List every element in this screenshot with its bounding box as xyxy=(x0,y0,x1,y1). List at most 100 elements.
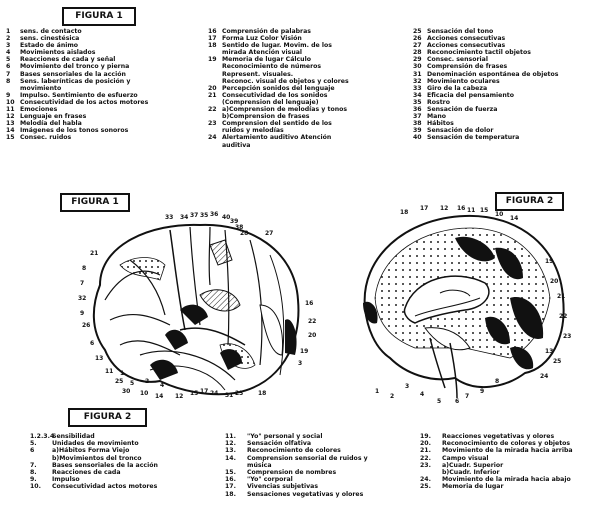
legend-item-number: 35 xyxy=(413,99,427,106)
legend-item: 19.Reacciones vegetativas y olores xyxy=(420,433,595,440)
legend-item-number: 18 xyxy=(208,42,222,49)
callout-number: 2 xyxy=(145,378,149,385)
legend-item: 12.Sensación olfativa xyxy=(225,440,425,447)
legend-item-number: 3 xyxy=(6,42,20,49)
legend-item-number: 29 xyxy=(413,56,427,63)
legend-item-text: Movimiento de la mirada hacia abajo xyxy=(442,476,571,483)
callout-number: 10 xyxy=(140,390,148,397)
legend-item-text: Campo visual xyxy=(442,455,489,462)
callout-number: 24 xyxy=(210,390,218,397)
callout-number: 37 xyxy=(190,212,198,219)
legend-item: 14Imágenes de los tonos sonoros xyxy=(6,127,211,134)
legend-item-number xyxy=(208,49,222,56)
legend-item-number: 25 xyxy=(413,28,427,35)
callout-number: 19 xyxy=(300,348,308,355)
legend-item: 18.Sensaciones vegetativas y olores xyxy=(225,491,425,498)
legend-item-text: Represent. visuales. xyxy=(222,71,293,78)
legend-item-number: 4 xyxy=(6,49,20,56)
callout-number: 11 xyxy=(105,368,113,375)
callout-number: 15 xyxy=(190,390,198,397)
legend-item-number: 10. xyxy=(30,483,52,490)
legend-item-number xyxy=(208,142,222,149)
callout-number: 7 xyxy=(465,393,469,400)
legend-item-text: Sensación olfativa xyxy=(247,440,311,447)
legend-item-number: 1 xyxy=(6,28,20,35)
legend-item-number: 19 xyxy=(208,56,222,63)
legend-item-text: música xyxy=(247,462,272,469)
legend-item: 36Sensación de fuerza xyxy=(413,106,595,113)
legend-item: Reconocimiento de números xyxy=(208,63,418,70)
callout-number: 14 xyxy=(510,215,518,222)
callout-number: 20 xyxy=(308,332,316,339)
callout-number: 33 xyxy=(165,214,173,221)
legend-item-text: Emociones xyxy=(20,106,57,113)
callout-number: 35 xyxy=(200,212,208,219)
callout-number: 21 xyxy=(90,250,98,257)
legend-item: 21.Movimiento de la mirada hacia arriba xyxy=(420,447,595,454)
legend-item-text: a)Comprension de melodías y tonos xyxy=(222,106,347,113)
legend-item-number: 17 xyxy=(208,35,222,42)
legend-item-text: Sensación del tono xyxy=(427,28,493,35)
legend-item-number: 16. xyxy=(225,476,247,483)
legend-item-text: Reacciones de cada y señal xyxy=(20,56,115,63)
legend-item-number: 34 xyxy=(413,92,427,99)
callout-number: 12 xyxy=(440,205,448,212)
legend-item-number xyxy=(6,85,20,92)
legend-item-number: 24 xyxy=(208,134,222,141)
legend-item: 25Sensación del tono xyxy=(413,28,595,35)
legend-item-number: 23. xyxy=(420,462,442,469)
legend-item-number: 21. xyxy=(420,447,442,454)
legend-item-number: 7. xyxy=(30,462,52,469)
callout-number: 24 xyxy=(540,373,548,380)
legend-item: 20.Reconocimiento de colores y objetos xyxy=(420,440,595,447)
legend-item-text: Impulso xyxy=(52,476,80,483)
callout-number: 1 xyxy=(120,370,124,377)
callout-number: 3 xyxy=(298,360,302,367)
legend-item-text: Reacciones vegetativas y olores xyxy=(442,433,554,440)
legend-item: b)Cuadr. Inferior xyxy=(420,469,595,476)
legend-item: 17.Vivencias subjetivas xyxy=(225,483,425,490)
callout-number: 25 xyxy=(553,358,561,365)
legend-item-text: Reacciones de cada xyxy=(52,469,121,476)
legend-item: 11Emociones xyxy=(6,106,211,113)
callout-number: 22 xyxy=(308,318,316,325)
legend-item-number: 5 xyxy=(6,56,20,63)
legend-item-number: 38 xyxy=(413,120,427,127)
callout-number: 18 xyxy=(400,209,408,216)
legend-item: 3Estado de ánimo xyxy=(6,42,211,49)
legend-item: música xyxy=(225,462,425,469)
legend-item-number xyxy=(420,469,442,476)
callout-number: 31 xyxy=(225,392,233,399)
legend-item-number: 16 xyxy=(208,28,222,35)
legend-item: 8.Reacciones de cada xyxy=(30,469,230,476)
legend-item-text: Reconocimiento de colores y objetos xyxy=(442,440,570,447)
legend-item-number: 13 xyxy=(6,120,20,127)
legend-item-text: Percepción sonidos del lenguaje xyxy=(222,85,335,92)
callout-number: 9 xyxy=(480,388,484,395)
callout-number: 1 xyxy=(375,388,379,395)
legend-1-column-3: 25Sensación del tono26Acciones consecuti… xyxy=(413,28,595,142)
callout-number: 16 xyxy=(305,300,313,307)
legend-item: 33Giro de la cabeza xyxy=(413,85,595,92)
legend-item-number xyxy=(30,455,52,462)
legend-item-text: Imágenes de los tonos sonoros xyxy=(20,127,128,134)
legend-item-number xyxy=(208,71,222,78)
legend-item-text: b)Cuadr. Inferior xyxy=(442,469,500,476)
legend-item: 17Forma Luz Color Visión xyxy=(208,35,418,42)
legend-item-number: 30 xyxy=(413,63,427,70)
legend-item-number: 12 xyxy=(6,113,20,120)
legend-item-number: 1.2.3.4 xyxy=(30,433,52,440)
legend-item: 14.Comprension sensorial de ruidos y xyxy=(225,455,425,462)
legend-item: 4Movimientos aislados xyxy=(6,49,211,56)
legend-item: Reconoc. visual de objetos y colores xyxy=(208,78,418,85)
legend-item-number: 9. xyxy=(30,476,52,483)
legend-item-number: 23 xyxy=(208,120,222,127)
legend-item: 16."Yo" corporal xyxy=(225,476,425,483)
legend-item-text: movimiento xyxy=(20,85,61,92)
legend-item-text: Sens. laberínticas de posición y xyxy=(20,78,130,85)
legend-item-text: a)Cuadr. Superior xyxy=(442,462,503,469)
